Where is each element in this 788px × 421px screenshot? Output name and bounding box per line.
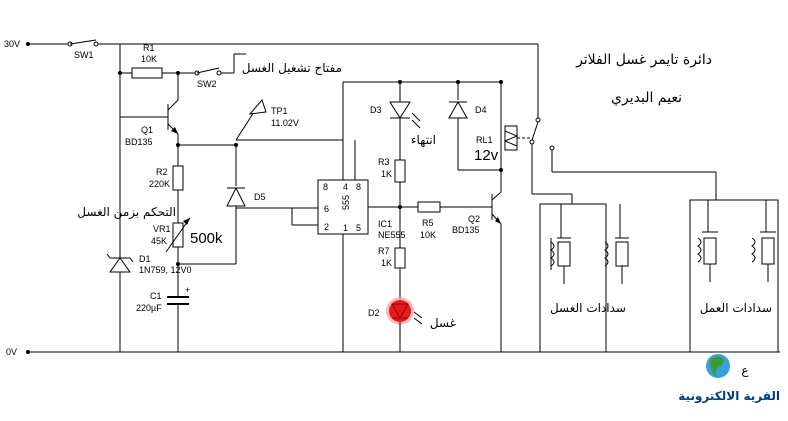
label-d4: D4 [475,105,487,115]
label-d5: D5 [254,192,266,202]
valves-work-label: سدادات العمل [700,301,772,315]
label-c1: C1 [150,291,162,301]
part-q1: BD135 [125,137,153,147]
switch-sw1[interactable] [67,39,99,47]
label-r5: R5 [422,218,434,228]
ic-pin-label: 8 [323,182,328,192]
label-r3: R3 [378,157,390,167]
switch-sw2[interactable] [194,67,222,76]
ic-pin-label: 2 [324,222,329,232]
value-r2: 220K [149,179,170,189]
resistor-r5 [417,201,441,213]
value-r1: 10K [141,54,157,64]
label-r2: R2 [156,167,168,177]
resistor-r3 [394,159,406,183]
brand-logo: ع [706,354,749,378]
solenoid-valve [697,200,718,282]
label-d2: D2 [368,308,380,318]
valves-wash-label: سدادات الغسل [550,301,626,315]
led-end-label: انتهاء [411,133,436,147]
value-c1: 220µF [136,303,162,313]
ic-pin-label: 4 [343,182,348,192]
transistor-q1 [120,73,179,135]
rail-0v [26,350,780,354]
valve-group-wash [539,203,607,353]
resistor-r2 [172,165,184,191]
label-30v: 30V [4,39,20,49]
led-wash-label: غسل [430,316,456,330]
value-tp1: 11.02V [271,118,299,128]
diode-d4 [448,100,468,119]
brand-name: القرية الالكترونية [678,389,780,404]
capacitor-c1 [167,296,189,305]
label-d1: D1 [139,254,151,264]
diode-d5 [226,186,246,207]
solenoid-valve [550,204,571,284]
label-sw2: SW2 [197,79,217,89]
logo-glyph: ع [741,363,749,377]
value-r5: 10K [420,230,436,240]
value-vr1-large: 500k [190,230,223,247]
solenoid-valve [751,200,776,282]
label-q2: Q2 [468,214,480,224]
led-d2 [386,297,423,325]
relay-coil-rl1 [503,125,519,151]
part-ic1: NE555 [378,230,406,240]
relay-contact [529,117,555,151]
label-rl1: RL1 [476,135,493,145]
label-q1: Q1 [141,125,153,135]
transistor-q2 [491,191,502,225]
zener-diode-d1 [106,253,134,273]
resistor-r7 [394,247,406,269]
testpoint-tp1 [248,99,267,115]
vr1-description: التحكم بزمن الغسل [77,205,176,220]
ic-body-label: 555 [341,195,351,210]
label-r7: R7 [378,246,390,256]
part-d1: 1N759, 12V0 [139,265,192,275]
resistor-r1 [131,67,163,79]
ic-ne555 [317,179,369,235]
label-r1: R1 [143,43,155,53]
part-q2: BD135 [452,225,480,235]
label-d3: D3 [370,105,382,115]
value-rl1: 12v [474,147,499,164]
polarity-c1: + [185,285,190,295]
diagram-title: دائرة تايمر غسل الفلاتر [575,52,712,68]
value-r3: 1K [381,169,392,179]
led-d3 [389,101,421,129]
diagram-author: نعيم البديري [611,90,682,106]
ic-pin-label: 8 [356,182,361,192]
sw2-description: مفتاح تشغيل الغسل [242,61,342,75]
ic-pin-label: 1 [343,223,348,233]
ic-pin-label: 6 [324,204,329,214]
solenoid-valve [604,204,629,284]
rail-30v [26,42,539,118]
label-tp1: TP1 [271,106,288,116]
value-vr1: 45K [151,236,167,246]
label-0v: 0V [6,347,17,357]
valve-group-work [689,199,779,353]
label-vr1: VR1 [153,224,171,234]
label-ic1: IC1 [378,219,392,229]
ic-pin-label: 5 [356,223,361,233]
value-r7: 1K [381,258,392,268]
label-sw1: SW1 [74,50,94,60]
